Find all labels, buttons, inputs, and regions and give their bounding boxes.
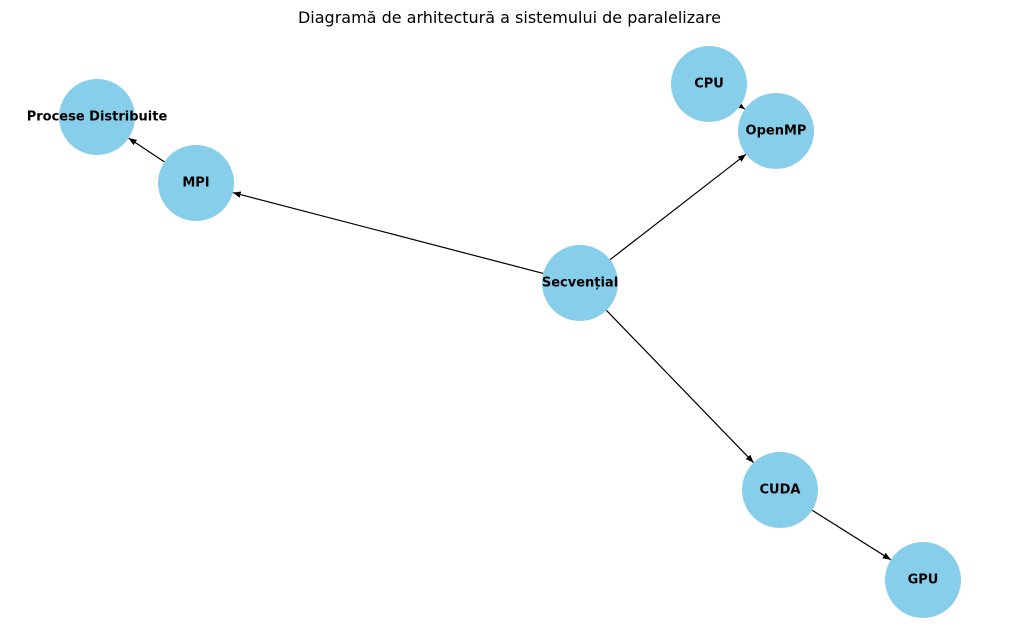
node-circle-gpu	[885, 542, 961, 618]
node-circle-secvential	[542, 245, 618, 321]
diagram-title: Diagramă de arhitectură a sistemului de …	[297, 8, 721, 27]
node-circle-cuda	[742, 452, 818, 528]
node-circle-procese	[59, 79, 135, 155]
node-openmp: OpenMP	[738, 93, 814, 169]
node-label-mpi: MPI	[182, 176, 209, 191]
node-cpu: CPU	[671, 46, 747, 122]
node-circle-openmp	[738, 93, 814, 169]
node-label-gpu: GPU	[908, 573, 939, 588]
node-label-secvential: Secvențial	[542, 276, 618, 291]
node-circle-mpi	[158, 145, 234, 221]
node-label-procese: Procese Distribuite	[27, 110, 168, 125]
node-mpi: MPI	[158, 145, 234, 221]
edge-secvential-to-openmp	[609, 153, 747, 261]
node-cuda: CUDA	[742, 452, 818, 528]
node-procese: Procese Distribuite	[27, 79, 168, 155]
edge-cuda-to-gpu	[811, 509, 892, 561]
node-gpu: GPU	[885, 542, 961, 618]
node-secvential: Secvențial	[542, 245, 618, 321]
node-label-cpu: CPU	[694, 77, 724, 92]
node-circle-cpu	[671, 46, 747, 122]
node-label-cuda: CUDA	[760, 483, 801, 498]
edges-layer	[128, 101, 892, 561]
node-label-openmp: OpenMP	[746, 124, 807, 139]
edge-cpu-to-openmp	[736, 101, 746, 110]
edge-mpi-to-procese	[128, 137, 165, 163]
edge-secvential-to-cuda	[605, 309, 755, 464]
edge-secvential-to-mpi	[232, 191, 544, 275]
